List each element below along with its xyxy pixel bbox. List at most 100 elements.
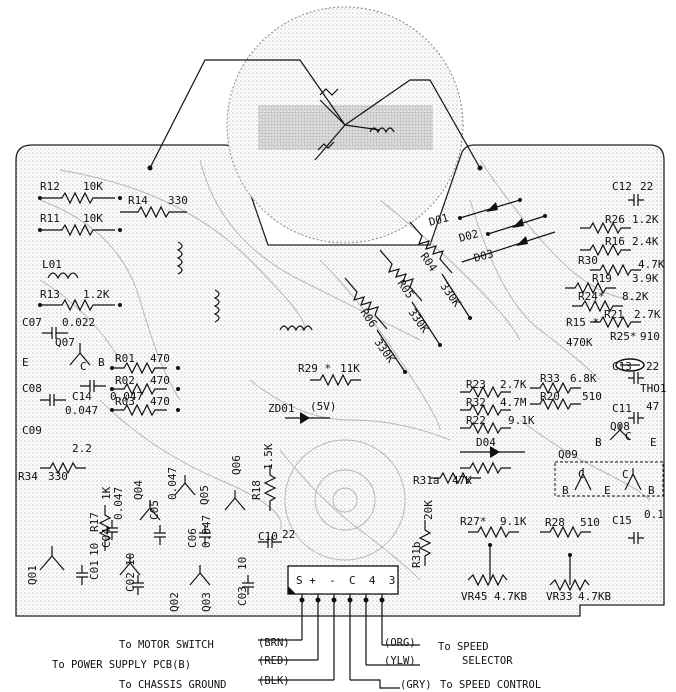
label-r26-val: 1.2K [632, 213, 659, 226]
label-r31a: R31a [413, 474, 440, 487]
label-c03: C03 [236, 586, 249, 606]
motor-leads [147, 59, 483, 171]
lower-transistors [39, 475, 282, 595]
left-components [38, 191, 313, 475]
wire-legend: To MOTOR SWITCH (BRN) To POWER SUPPLY PC… [52, 637, 541, 691]
label-c11: C11 [612, 402, 632, 415]
right-components [98, 194, 664, 566]
label-r15-val: 470K [566, 336, 593, 349]
label-r11-val: 10K [83, 212, 103, 225]
label-r13: R13 [40, 288, 60, 301]
label-c04-val: 0.047 [112, 487, 125, 520]
label-c08-val: 0.047 [65, 404, 98, 417]
label-r16-val: 2.4K [632, 235, 659, 248]
label-r16: R16 [605, 235, 625, 248]
label-r19-val: 3.9K [632, 272, 659, 285]
label-r27-val: 9.1K [500, 515, 527, 528]
legend-speed-selector-2: SELECTOR [462, 655, 513, 667]
label-c05-val: 0.047 [166, 467, 179, 500]
pin-c-q09b: C [622, 468, 629, 481]
pin-b-q09b: B [648, 484, 655, 497]
label-r33: R33 [540, 372, 560, 385]
diagonal-resistors [344, 221, 472, 374]
label-c10-val: 22 [282, 528, 295, 541]
label-r14-val: 330 [168, 194, 188, 207]
legend-gry: (GRY) [400, 679, 432, 691]
label-vr45-val: 4.7KB [494, 590, 527, 603]
label-c12: C12 [612, 180, 632, 193]
label-r34: R34 [18, 470, 38, 483]
label-r25-val: 910 [640, 330, 660, 343]
label-r24-val: 8.2K [622, 290, 649, 303]
label-l01: L01 [42, 258, 62, 271]
label-c11-val: 47 [646, 400, 659, 413]
variable-resistors [467, 543, 590, 592]
label-r20-val: 510 [582, 390, 602, 403]
label-r02: R02 [115, 374, 135, 387]
legend-speed-selector-1: To SPEED [438, 641, 489, 653]
label-c09-val: 2.2 [72, 442, 92, 455]
label-q02: Q02 [168, 592, 181, 612]
label-r17-val: 1K [100, 486, 113, 500]
pin-e-q08: E [650, 436, 657, 449]
label-r34-val: 330 [48, 470, 68, 483]
label-r30: R30 [578, 254, 598, 267]
pin-b-q07: B [98, 356, 105, 369]
label-r18: R18 [250, 480, 263, 500]
label-r31a-val: 47K [452, 474, 472, 487]
legend-brn: (BRN) [258, 637, 290, 649]
label-c06-val: 0.047 [200, 515, 213, 548]
label-vr33: VR33 [546, 590, 573, 603]
label-q08: Q08 [610, 420, 630, 433]
label-d02: D02 [457, 227, 480, 245]
label-r23-val: 2.7K [500, 378, 527, 391]
legend-chassis: To CHASSIS GROUND [119, 679, 226, 691]
pin-b-q08: B [595, 436, 602, 449]
label-q09: Q09 [558, 448, 578, 461]
labels: R12 10K R11 10K R14 330 L01 R13 1.2K C07… [18, 180, 667, 612]
label-d03: D03 [472, 247, 495, 265]
pin-b-q09a: B [562, 484, 569, 497]
legend-org: (ORG) [384, 637, 416, 649]
label-r03-val: 470 [150, 395, 170, 408]
label-r24: R24* [578, 290, 605, 303]
label-q07: Q07 [55, 336, 75, 349]
pin-c-q09a: C [578, 468, 585, 481]
label-vr33-val: 4.7KB [578, 590, 611, 603]
label-r27: R27* [460, 515, 487, 528]
label-c15-val: 0.1 [644, 508, 664, 521]
label-r11: R11 [40, 212, 60, 225]
label-q01: Q01 [26, 565, 39, 585]
label-c13: C13 [612, 360, 632, 373]
label-r14: R14 [128, 194, 148, 207]
label-r28-val: 510 [580, 516, 600, 529]
pin-c-q07: C [80, 360, 87, 373]
label-r02-val: 470 [150, 374, 170, 387]
label-c14-val: 0.047 [110, 390, 143, 403]
label-r03: R03 [115, 395, 135, 408]
label-r19: R19 [592, 272, 612, 285]
label-c09: C09 [22, 424, 42, 437]
label-r31b: R31b [410, 542, 423, 569]
label-zd01: ZD01 [268, 402, 295, 415]
label-r17: R17 [88, 512, 101, 532]
label-r01-val: 470 [150, 352, 170, 365]
legend-red: (RED) [258, 655, 290, 667]
diodes [285, 198, 556, 458]
label-q04: Q04 [132, 480, 145, 500]
label-r22: R22 [466, 414, 486, 427]
motor-core [258, 105, 433, 150]
label-r23: R23 [466, 378, 486, 391]
label-zd01-val: (5V) [310, 400, 337, 413]
label-c07-val: 0.022 [62, 316, 95, 329]
label-d01: D01 [427, 211, 450, 229]
label-c03-val: 10 [236, 557, 249, 570]
label-c02: C02 [124, 572, 137, 592]
pin-e-q09: E [604, 484, 611, 497]
label-r32: R32 [466, 396, 486, 409]
label-r15: R15 * [566, 316, 599, 329]
label-q03: Q03 [200, 592, 213, 612]
pin-c-q08: C [625, 430, 632, 443]
legend-blk: (BLK) [258, 675, 290, 687]
